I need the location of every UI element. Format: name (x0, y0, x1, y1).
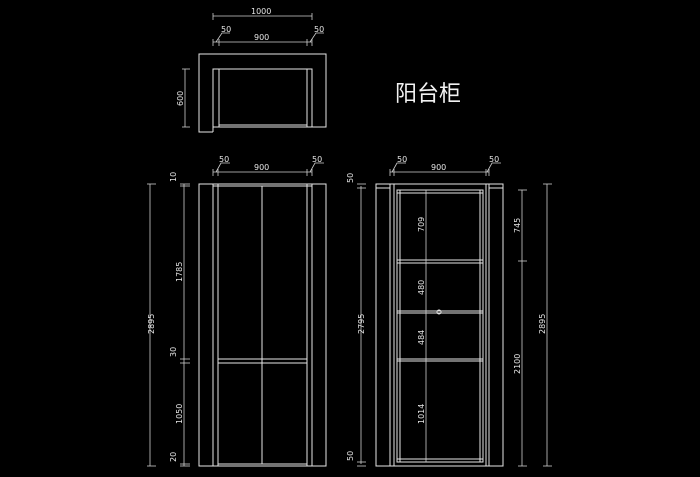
dim-50-right: 50 (312, 155, 322, 164)
dim-600: 600 (176, 91, 185, 106)
plan-view: 1000 50 50 900 600 (176, 7, 327, 133)
dim-50-right: 50 (314, 25, 324, 34)
interior-elevation: 709 480 484 1014 50 50 900 2795 50 50 74… (346, 155, 552, 467)
shelf-dim: 709 (417, 217, 426, 232)
shelf-dim: 480 (417, 280, 426, 295)
dim-bottom-gap: 50 (346, 451, 355, 461)
dim-total-height: 2895 (147, 314, 156, 334)
front-elevation: 50 50 900 2895 10 1785 30 1050 20 (147, 155, 327, 467)
dim-50-right: 50 (489, 155, 499, 164)
dim-50-left: 50 (221, 25, 231, 34)
dim-segment: 30 (169, 347, 178, 357)
dim-segment: 20 (169, 452, 178, 462)
dim-50-left: 50 (219, 155, 229, 164)
shelf-dim: 1014 (417, 404, 426, 424)
drawing-title: 阳台柜 (395, 82, 461, 107)
dim-50-left: 50 (397, 155, 407, 164)
inner-frame (396, 189, 484, 463)
dim-900: 900 (254, 163, 269, 172)
dim-right-total: 2895 (538, 314, 547, 334)
dim-right-segment: 2100 (513, 354, 522, 374)
cabinet-outline (375, 183, 504, 467)
plan-outline (198, 53, 327, 133)
dim-segment: 1785 (175, 262, 184, 282)
knob-icon (436, 309, 442, 315)
dim-right-segment: 745 (513, 218, 522, 233)
dim-segment: 10 (169, 172, 178, 182)
cabinet-outline (198, 183, 327, 467)
dim-900: 900 (431, 163, 446, 172)
dim-top-gap: 50 (346, 173, 355, 183)
shelf-dim: 484 (417, 330, 426, 345)
shelves (397, 259, 483, 362)
dim-left-total: 2795 (357, 314, 366, 334)
dim-1000: 1000 (251, 7, 271, 16)
dim-segment: 1050 (175, 404, 184, 424)
dim-900: 900 (254, 33, 269, 42)
